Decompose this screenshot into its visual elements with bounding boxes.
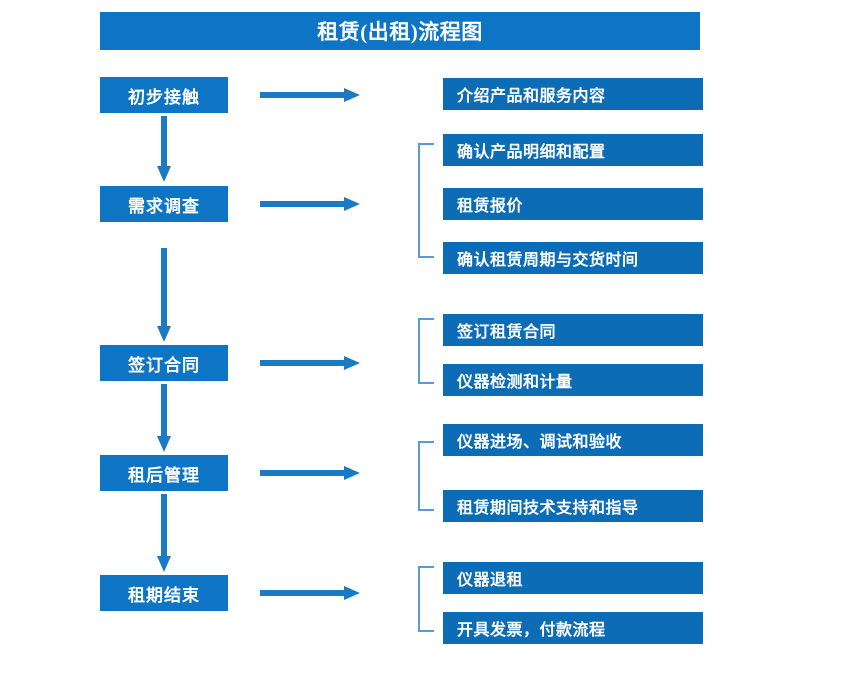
detail-box-1-1[interactable]: 介绍产品和服务内容 [443, 78, 703, 110]
stage-box-1[interactable]: 初步接触 [100, 77, 228, 113]
diagram-title: 租赁(出租)流程图 [100, 12, 700, 50]
detail-box-5-2[interactable]: 开具发票，付款流程 [443, 612, 703, 644]
detail-box-4-1[interactable]: 仪器进场、调试和验收 [443, 424, 703, 456]
stage-box-4[interactable]: 租后管理 [100, 455, 228, 491]
group-bracket-stage3 [418, 318, 434, 384]
arrow-right-stage1 [260, 88, 360, 102]
group-bracket-stage2 [418, 143, 434, 258]
group-bracket-stage4 [418, 441, 434, 511]
arrow-down-stage4-stage5 [157, 494, 171, 572]
arrow-right-stage3 [260, 356, 360, 370]
stage-box-2[interactable]: 需求调查 [100, 186, 228, 222]
detail-box-3-1[interactable]: 签订租赁合同 [443, 314, 703, 346]
stage-box-3[interactable]: 签订合同 [100, 345, 228, 381]
detail-box-5-1[interactable]: 仪器退租 [443, 562, 703, 594]
detail-box-4-2[interactable]: 租赁期间技术支持和指导 [443, 490, 703, 522]
detail-box-2-2[interactable]: 租赁报价 [443, 188, 703, 220]
detail-box-3-2[interactable]: 仪器检测和计量 [443, 364, 703, 396]
group-bracket-stage5 [418, 566, 434, 632]
stage-box-5[interactable]: 租期结束 [100, 575, 228, 611]
arrow-down-stage1-stage2 [157, 116, 171, 182]
arrow-down-stage3-stage4 [157, 384, 171, 452]
detail-box-2-3[interactable]: 确认租赁周期与交货时间 [443, 242, 703, 274]
arrow-right-stage5 [260, 586, 360, 600]
arrow-down-stage2-stage3 [157, 248, 171, 342]
arrow-right-stage2 [260, 197, 360, 211]
detail-box-2-1[interactable]: 确认产品明细和配置 [443, 134, 703, 166]
arrow-right-stage4 [260, 466, 360, 480]
